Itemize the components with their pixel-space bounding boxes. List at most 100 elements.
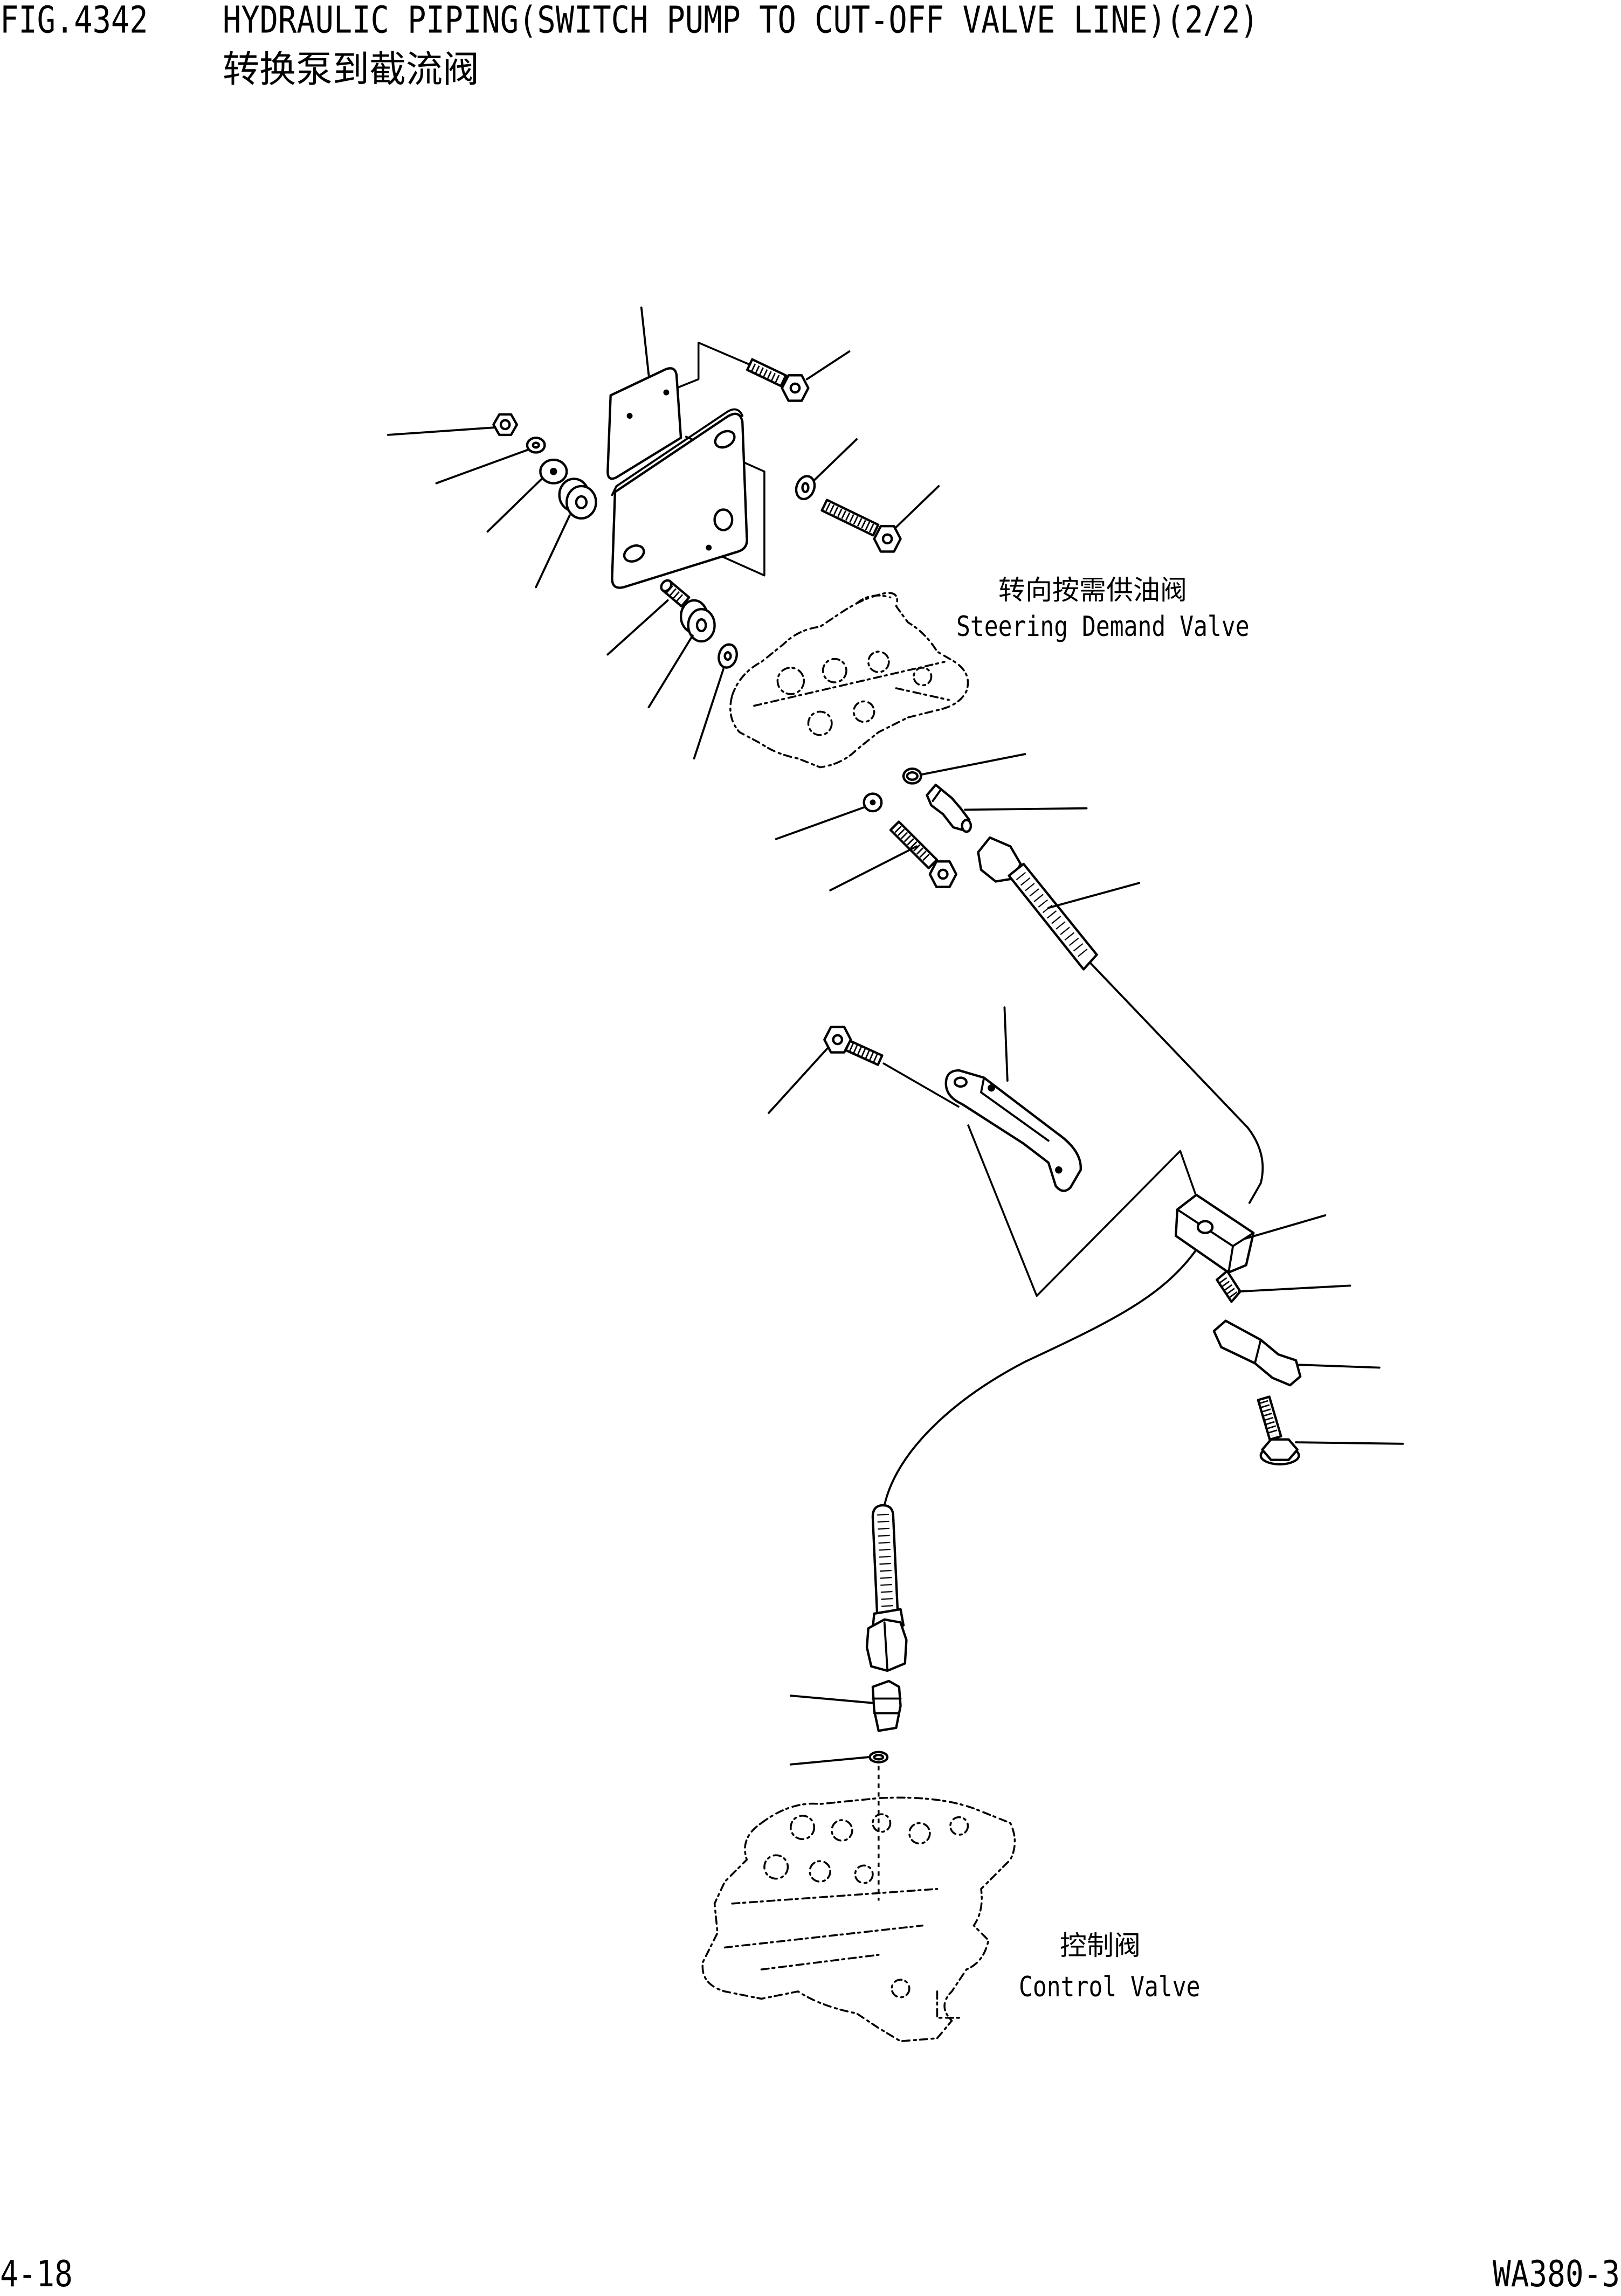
guide-line <box>967 1124 1199 1297</box>
o-ring-bore <box>906 771 919 781</box>
hex-head-face <box>832 1034 844 1046</box>
hose-braid <box>877 1513 893 1608</box>
callout-leaders <box>387 306 1404 1766</box>
bolt-thread <box>1259 1400 1279 1436</box>
leader-line <box>1243 1214 1327 1240</box>
guide-line <box>882 1062 960 1108</box>
bracket-plate-body <box>606 367 682 480</box>
bushing-bore <box>695 618 707 633</box>
leader-line <box>768 1047 829 1114</box>
bolt-hole <box>1055 1166 1063 1174</box>
bolt-shank <box>820 499 880 537</box>
clamp-bolt <box>1216 1270 1241 1303</box>
valve-spool <box>949 1816 969 1836</box>
hex-head <box>1261 1438 1299 1461</box>
figure-title: HYDRAULIC PIPING(SWITCH PUMP TO CUT-OFF … <box>223 0 1259 42</box>
bolt-steering <box>889 820 957 888</box>
valve-port <box>807 710 833 736</box>
cushion-bushing <box>558 478 597 520</box>
clip-bend <box>1254 1339 1262 1365</box>
bolt-thread <box>1219 1277 1238 1299</box>
leader-line <box>693 668 725 760</box>
leader-line <box>789 1756 870 1766</box>
bracket-bend <box>980 1076 1050 1142</box>
figure-subtitle-chinese: 转换泵到截流阀 <box>223 49 480 91</box>
bolt-hole <box>663 389 670 396</box>
hose-bracket <box>944 1069 1082 1192</box>
bolt-hole <box>714 430 736 449</box>
stud-end <box>660 579 673 592</box>
leader-line <box>640 306 650 376</box>
valve-port <box>867 651 890 673</box>
elbow-port <box>961 819 972 833</box>
valve-detail <box>895 687 950 701</box>
mounting-plate <box>611 408 748 589</box>
bolt-top <box>746 358 810 402</box>
washer-bore <box>801 482 810 494</box>
page-number: 4-18 <box>0 2253 73 2295</box>
valve-spool <box>908 1822 931 1845</box>
flange-bolt <box>1257 1395 1300 1466</box>
hose-nut-flat <box>883 1621 889 1671</box>
bolt-thread <box>849 1043 879 1063</box>
hex-head-face <box>937 868 949 880</box>
bolt-hole <box>713 508 734 531</box>
leader-line <box>805 350 851 381</box>
bolt-thread <box>750 363 783 385</box>
nipple-body <box>871 1679 902 1732</box>
bolt-hole <box>706 544 712 551</box>
washer-bore <box>723 651 732 661</box>
figure-number: FIG.4342 <box>0 0 148 42</box>
bushing-bore <box>575 495 588 509</box>
leader-line <box>775 806 867 840</box>
leader-line <box>647 634 694 709</box>
flat-washer <box>539 458 568 485</box>
leader-line <box>964 807 1088 811</box>
steering-demand-valve-outline <box>729 592 969 769</box>
stud-thread <box>666 585 686 604</box>
valve-spool <box>831 1819 853 1842</box>
washer-steering <box>863 792 883 813</box>
valve-port <box>852 700 875 723</box>
bolt-hole <box>623 544 645 563</box>
valve-detail <box>753 661 946 707</box>
pipe-line-lower <box>883 1247 1199 1506</box>
hose-tube <box>1008 862 1098 971</box>
nut-bore <box>499 419 511 431</box>
washer-bore <box>532 441 540 449</box>
clip <box>1212 1319 1302 1387</box>
guide-line <box>676 341 750 389</box>
control-valve-outline <box>701 1796 1016 2043</box>
lock-washer <box>526 437 546 454</box>
o-ring-bore <box>873 1753 885 1761</box>
leader-line <box>920 753 1026 776</box>
bolt-thread <box>894 825 932 863</box>
leader-line <box>789 1695 874 1704</box>
valve-spool <box>872 1813 892 1833</box>
bolt-hole <box>953 1076 968 1088</box>
leader-line <box>1238 1284 1351 1293</box>
washer-bore <box>870 799 876 806</box>
control-valve-label: Control Valve <box>1019 1971 1201 2004</box>
elbow-hex-line <box>932 790 941 803</box>
model-number: WA380-3 <box>1492 2253 1620 2295</box>
nipple-hex-band <box>872 1697 902 1714</box>
valve-spool <box>854 1864 874 1884</box>
mounting-plate-body <box>611 412 748 589</box>
pipe-line-upper <box>1088 961 1264 1205</box>
leader-line <box>1295 1441 1404 1445</box>
leader-line <box>1003 1006 1009 1082</box>
leader-line <box>606 599 669 656</box>
steering-demand-valve-label-chinese: 转向按需供油阀 <box>998 575 1187 606</box>
valve-detail <box>731 1887 939 1905</box>
valve-spool <box>790 1815 816 1841</box>
hose-lower <box>865 1504 908 1672</box>
o-ring-upper <box>902 767 922 785</box>
clamp-bore <box>1196 1220 1214 1234</box>
plate-edge <box>611 408 744 496</box>
bolt-bracket <box>823 1026 884 1066</box>
connector-nipple <box>871 1679 902 1732</box>
hose-tube <box>871 1504 899 1615</box>
